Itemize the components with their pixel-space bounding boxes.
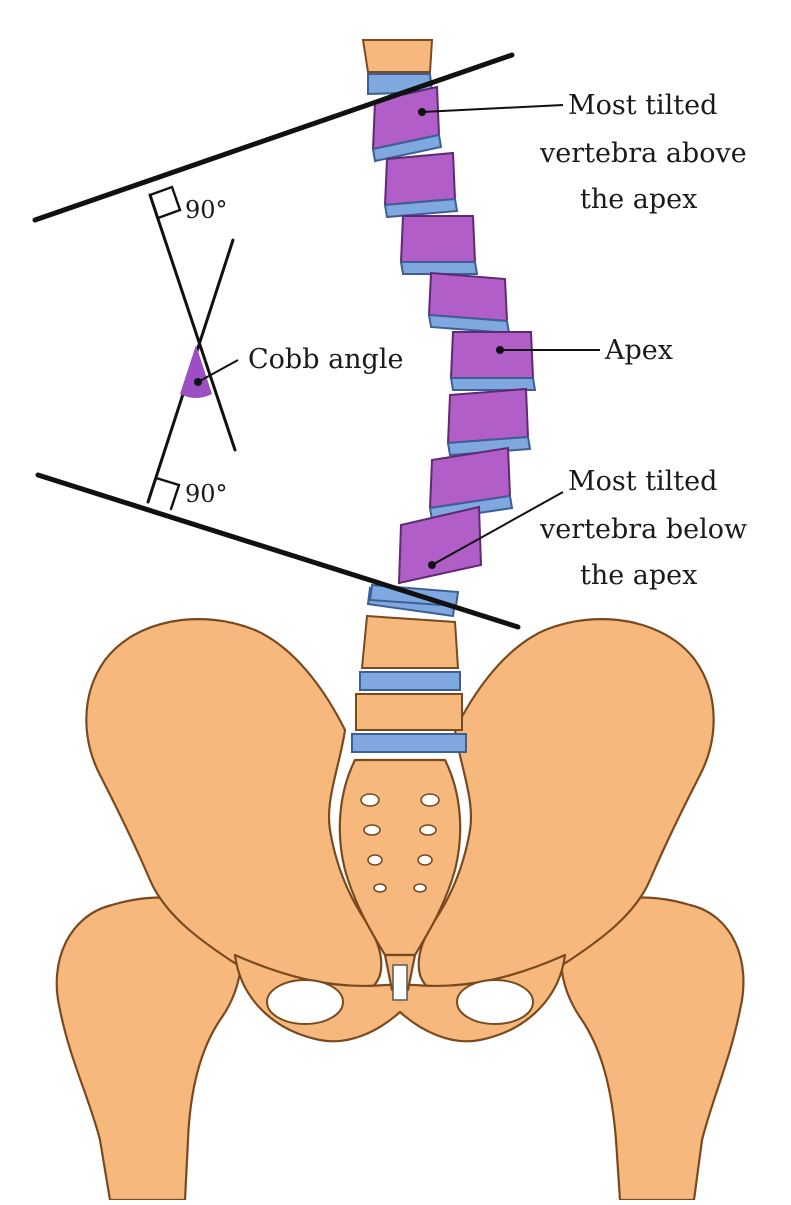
disc-curve-2 xyxy=(383,197,459,219)
right-obturator-foramen xyxy=(456,979,534,1025)
label-lower-vertebra-line3: the apex xyxy=(580,560,697,591)
label-upper-vertebra-line1: Most tilted xyxy=(568,90,717,121)
upper-spine-stub xyxy=(361,39,434,73)
vertebra-curve-8 xyxy=(397,505,483,585)
vertebra-l5 xyxy=(360,614,460,669)
cobb-construction xyxy=(32,52,521,630)
vertebra-curve-3 xyxy=(399,215,477,263)
label-lower-vertebra-line1: Most tilted xyxy=(568,466,717,497)
disc-curve-6 xyxy=(446,435,532,457)
sacral-foramina xyxy=(360,793,440,893)
label-upper-90: 90° xyxy=(185,196,228,224)
upper-right-angle-marker xyxy=(148,185,182,220)
pelvis-illustration xyxy=(55,618,745,1202)
vertebra-curve-6 xyxy=(446,387,530,445)
pubic-symphysis xyxy=(392,964,408,1001)
cobb-angle-wedge xyxy=(180,345,212,398)
disc-curve-3 xyxy=(399,261,479,275)
cobb-pointer-line xyxy=(197,359,239,383)
left-ilium xyxy=(85,618,383,1003)
lower-leader xyxy=(431,491,564,566)
upper-perpendicular xyxy=(148,193,237,452)
left-obturator-foramen xyxy=(266,979,344,1025)
label-lower-90: 90° xyxy=(185,480,228,508)
label-lower-vertebra-line2: vertebra below xyxy=(539,514,747,545)
labels: Most tilted vertebra above the apex Apex… xyxy=(185,90,747,591)
vertebra-curve-4 xyxy=(427,271,509,323)
lower-lumbar-vertebrae xyxy=(351,586,467,753)
leader-dots xyxy=(418,108,504,569)
vertebra-s1 xyxy=(355,693,463,731)
upper-leader xyxy=(421,104,564,113)
vertebra-curve-2 xyxy=(383,151,457,207)
label-apex: Apex xyxy=(604,335,673,366)
lower-right-angle-marker xyxy=(146,476,181,511)
label-upper-vertebra-line3: the apex xyxy=(580,184,697,215)
disc-curve-5 xyxy=(449,377,537,391)
disc-sacral xyxy=(351,733,467,753)
upper-endplate-line xyxy=(32,52,515,223)
disc-curve-1 xyxy=(371,133,443,163)
vertebra-curve-5 xyxy=(449,331,535,379)
scoliotic-curve xyxy=(368,85,537,608)
label-upper-vertebra-line2: vertebra above xyxy=(539,138,747,169)
lower-endplate-line xyxy=(35,472,521,630)
label-cobb-angle: Cobb angle xyxy=(248,344,403,375)
leader-lines xyxy=(421,104,600,566)
disc-l5 xyxy=(359,671,461,691)
right-ilium xyxy=(417,618,715,1003)
